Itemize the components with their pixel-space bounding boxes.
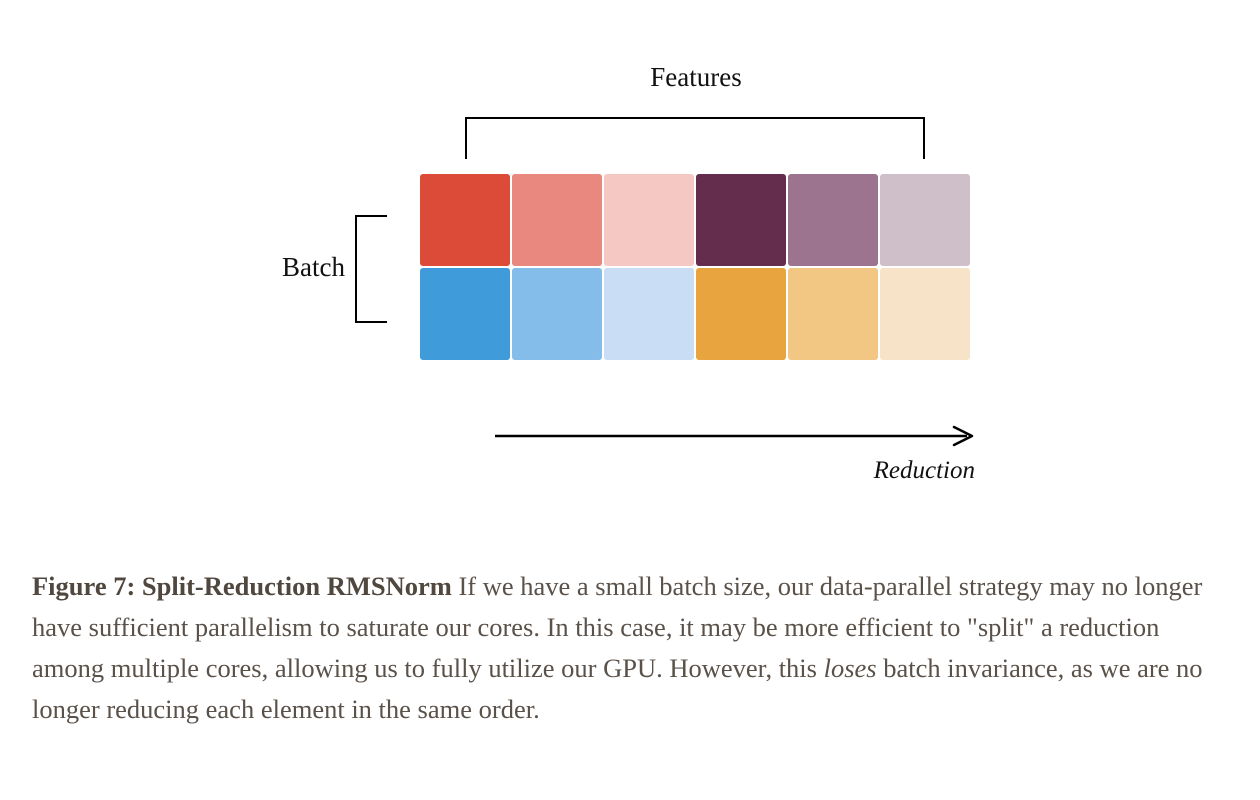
cell-r1-c1 [512, 268, 602, 360]
features-axis-label: Features [650, 62, 742, 92]
cell-r0-c5 [880, 174, 970, 266]
figure-illustration: Features Batch Reduction [282, 62, 975, 484]
cell-r0-c4 [788, 174, 878, 266]
cell-r0-c0 [420, 174, 510, 266]
figure-caption: Figure 7: Split-Reduction RMSNorm If we … [32, 566, 1228, 730]
features-bracket [465, 117, 925, 159]
reduction-axis-label: Reduction [873, 457, 975, 484]
cell-r1-c4 [788, 268, 878, 360]
tensor-grid [420, 174, 972, 360]
batch-bracket [355, 215, 387, 323]
table-row [420, 268, 972, 360]
cell-r0-c3 [696, 174, 786, 266]
caption-emphasis: loses [823, 653, 877, 683]
cell-r1-c5 [880, 268, 970, 360]
cell-r1-c2 [604, 268, 694, 360]
cell-r1-c3 [696, 268, 786, 360]
cell-r1-c0 [420, 268, 510, 360]
right-arrow-icon [495, 425, 974, 447]
caption-body-first: If we have a small batch size, our data-… [32, 571, 1203, 683]
caption-body-second: batch invariance, as we are no longer re… [32, 653, 1203, 724]
table-row [420, 174, 972, 266]
caption-title: Figure 7: Split-Reduction RMSNorm [32, 571, 452, 601]
reduction-arrow [495, 425, 975, 447]
cell-r0-c2 [604, 174, 694, 266]
cell-r0-c1 [512, 174, 602, 266]
batch-axis-label: Batch [282, 252, 345, 282]
